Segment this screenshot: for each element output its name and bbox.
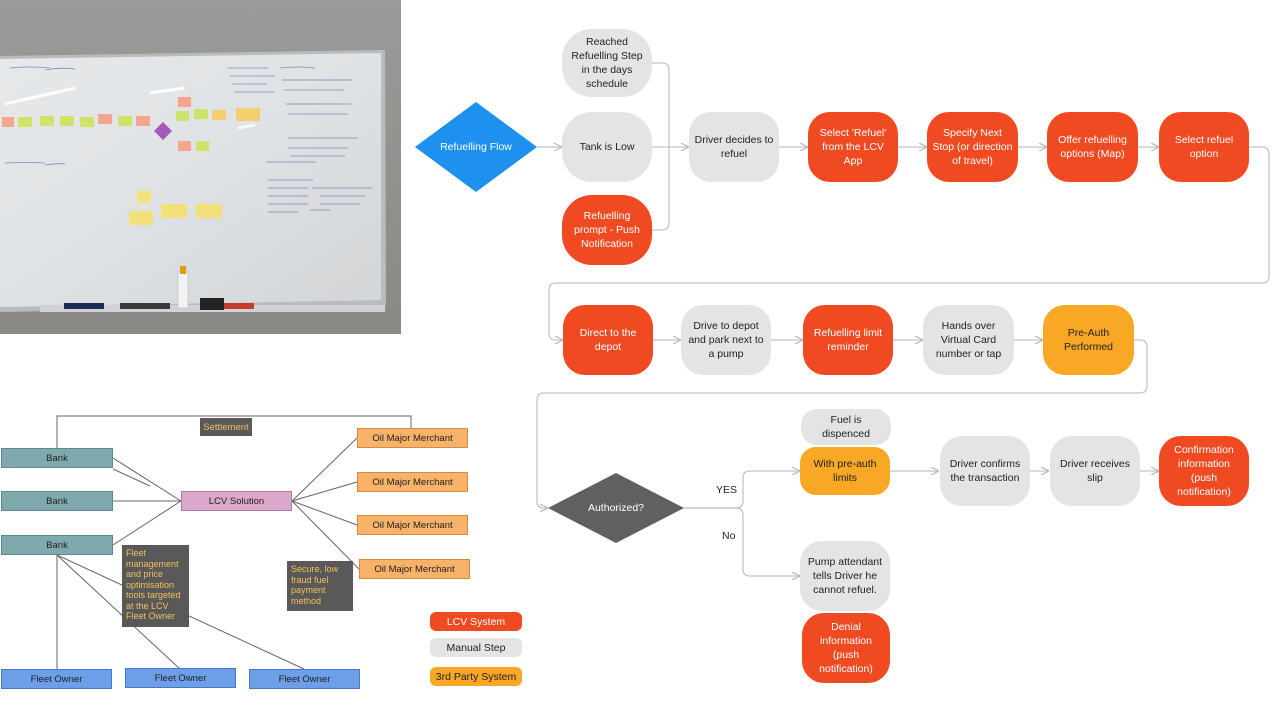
step-driver-decides: Driver decides to refuel [689, 112, 779, 182]
merchant-box-4: Oil Major Merchant [359, 559, 470, 579]
yes-label: YES [716, 484, 738, 496]
settlement-label: Settlement [200, 418, 252, 436]
step-direct-depot: Direct to the depot [563, 305, 653, 375]
bank-box-2: Bank [1, 491, 113, 511]
fleet-owner-box-2: Fleet Owner [125, 668, 236, 688]
bank-box-3: Bank [1, 535, 113, 555]
step-pump-attendant: Pump attendant tells Driver he cannot re… [800, 541, 890, 611]
secure-payment-note: Secure, low fraud fuel payment method [287, 561, 353, 611]
step-denial-info: Denial information (push notification) [802, 613, 890, 683]
step-select-option: Select refuel option [1159, 112, 1249, 182]
start-label: Refuelling Flow [440, 141, 512, 153]
authorized-label: Authorized? [587, 502, 645, 514]
lcv-solution-box: LCV Solution [181, 491, 292, 511]
step-drive-depot: Drive to depot and park next to a pump [681, 305, 771, 375]
step-hands-over-card: Hands over Virtual Card number or tap [923, 305, 1014, 375]
step-confirmation-info: Confirmation information (push notificat… [1159, 436, 1249, 506]
step-driver-confirms: Driver confirms the transaction [940, 436, 1030, 506]
step-limit-reminder: Refuelling limit reminder [803, 305, 893, 375]
step-select-refuel-app: Select 'Refuel' from the LCV App [808, 112, 898, 182]
merchant-box-2: Oil Major Merchant [357, 472, 468, 492]
start-diamond [415, 102, 537, 192]
legend-third-party: 3rd Party System [430, 667, 522, 686]
trigger-reached-step: Reached Refuelling Step in the days sche… [562, 29, 652, 97]
whiteboard-photo [0, 0, 401, 334]
step-preauth: Pre-Auth Performed [1043, 305, 1134, 375]
fleet-tools-note: Fleet management and price optimisation … [122, 545, 189, 627]
fleet-owner-box-1: Fleet Owner [1, 669, 112, 689]
bank-box-1: Bank [1, 448, 113, 468]
no-label: No [722, 530, 736, 542]
trigger-tank-low: Tank is Low [562, 112, 652, 182]
step-within-limits: With pre-auth limits [800, 447, 890, 495]
authorized-diamond [548, 473, 684, 543]
merchant-box-3: Oil Major Merchant [357, 515, 468, 535]
merchant-box-1: Oil Major Merchant [357, 428, 468, 448]
step-specify-next-stop: Specify Next Stop (or direction of trave… [927, 112, 1018, 182]
step-offer-options: Offer refuelling options (Map) [1047, 112, 1138, 182]
step-driver-receives-slip: Driver receives slip [1050, 436, 1140, 506]
legend-manual-step: Manual Step [430, 638, 522, 657]
step-fuel-dispensed: Fuel is dispenced [801, 409, 891, 445]
trigger-push-prompt: Refuelling prompt - Push Notification [562, 195, 652, 265]
fleet-owner-box-3: Fleet Owner [249, 669, 360, 689]
legend-lcv-system: LCV System [430, 612, 522, 631]
